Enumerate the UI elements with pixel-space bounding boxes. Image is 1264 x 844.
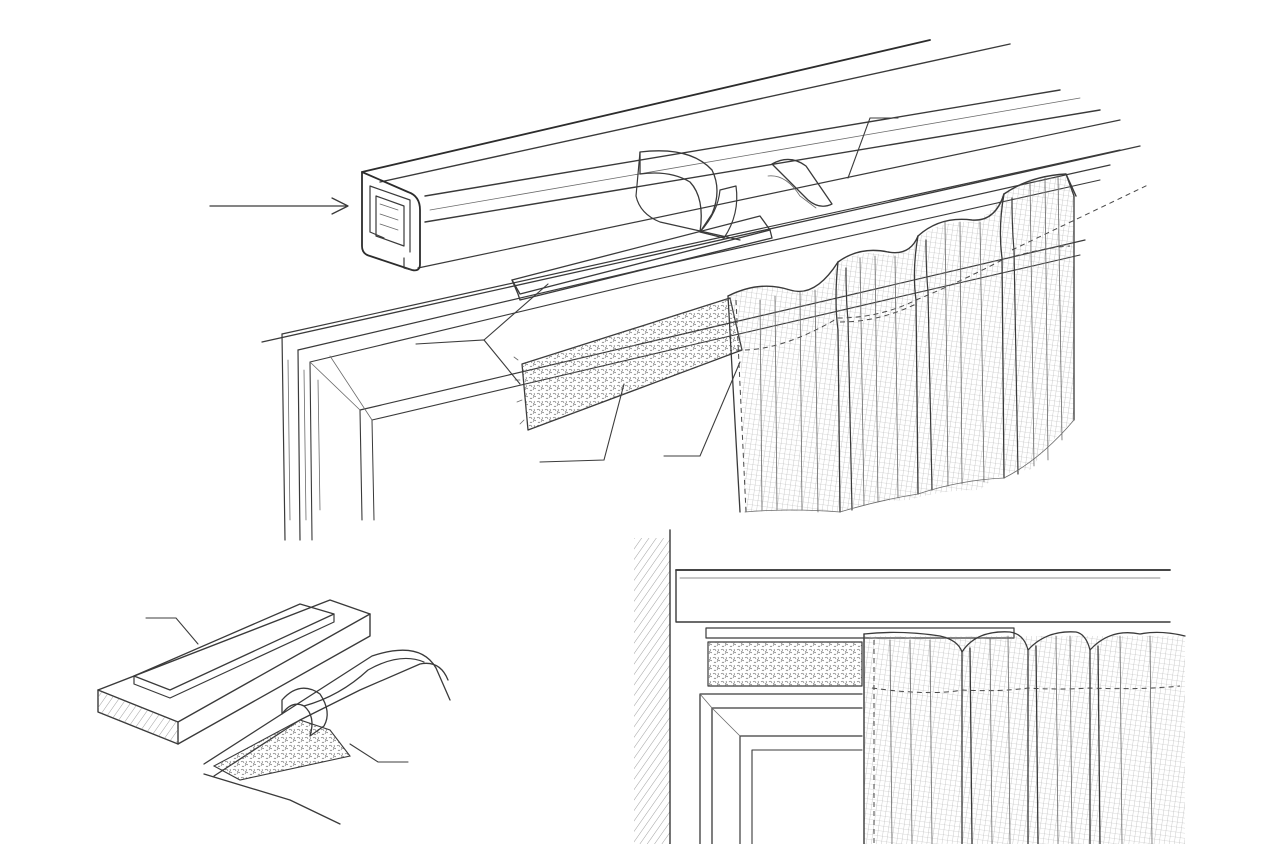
- hook-strip-peel: [635, 150, 833, 241]
- leader-lines-main: [415, 117, 899, 463]
- curtain-track: [209, 39, 1121, 272]
- hook-strip: [511, 215, 773, 301]
- loop-strip: [513, 297, 743, 431]
- detail-loop-peel: [203, 649, 451, 825]
- detail-installed: [634, 529, 1186, 844]
- curtain: [727, 173, 1151, 513]
- detail-hook-block: [97, 599, 371, 745]
